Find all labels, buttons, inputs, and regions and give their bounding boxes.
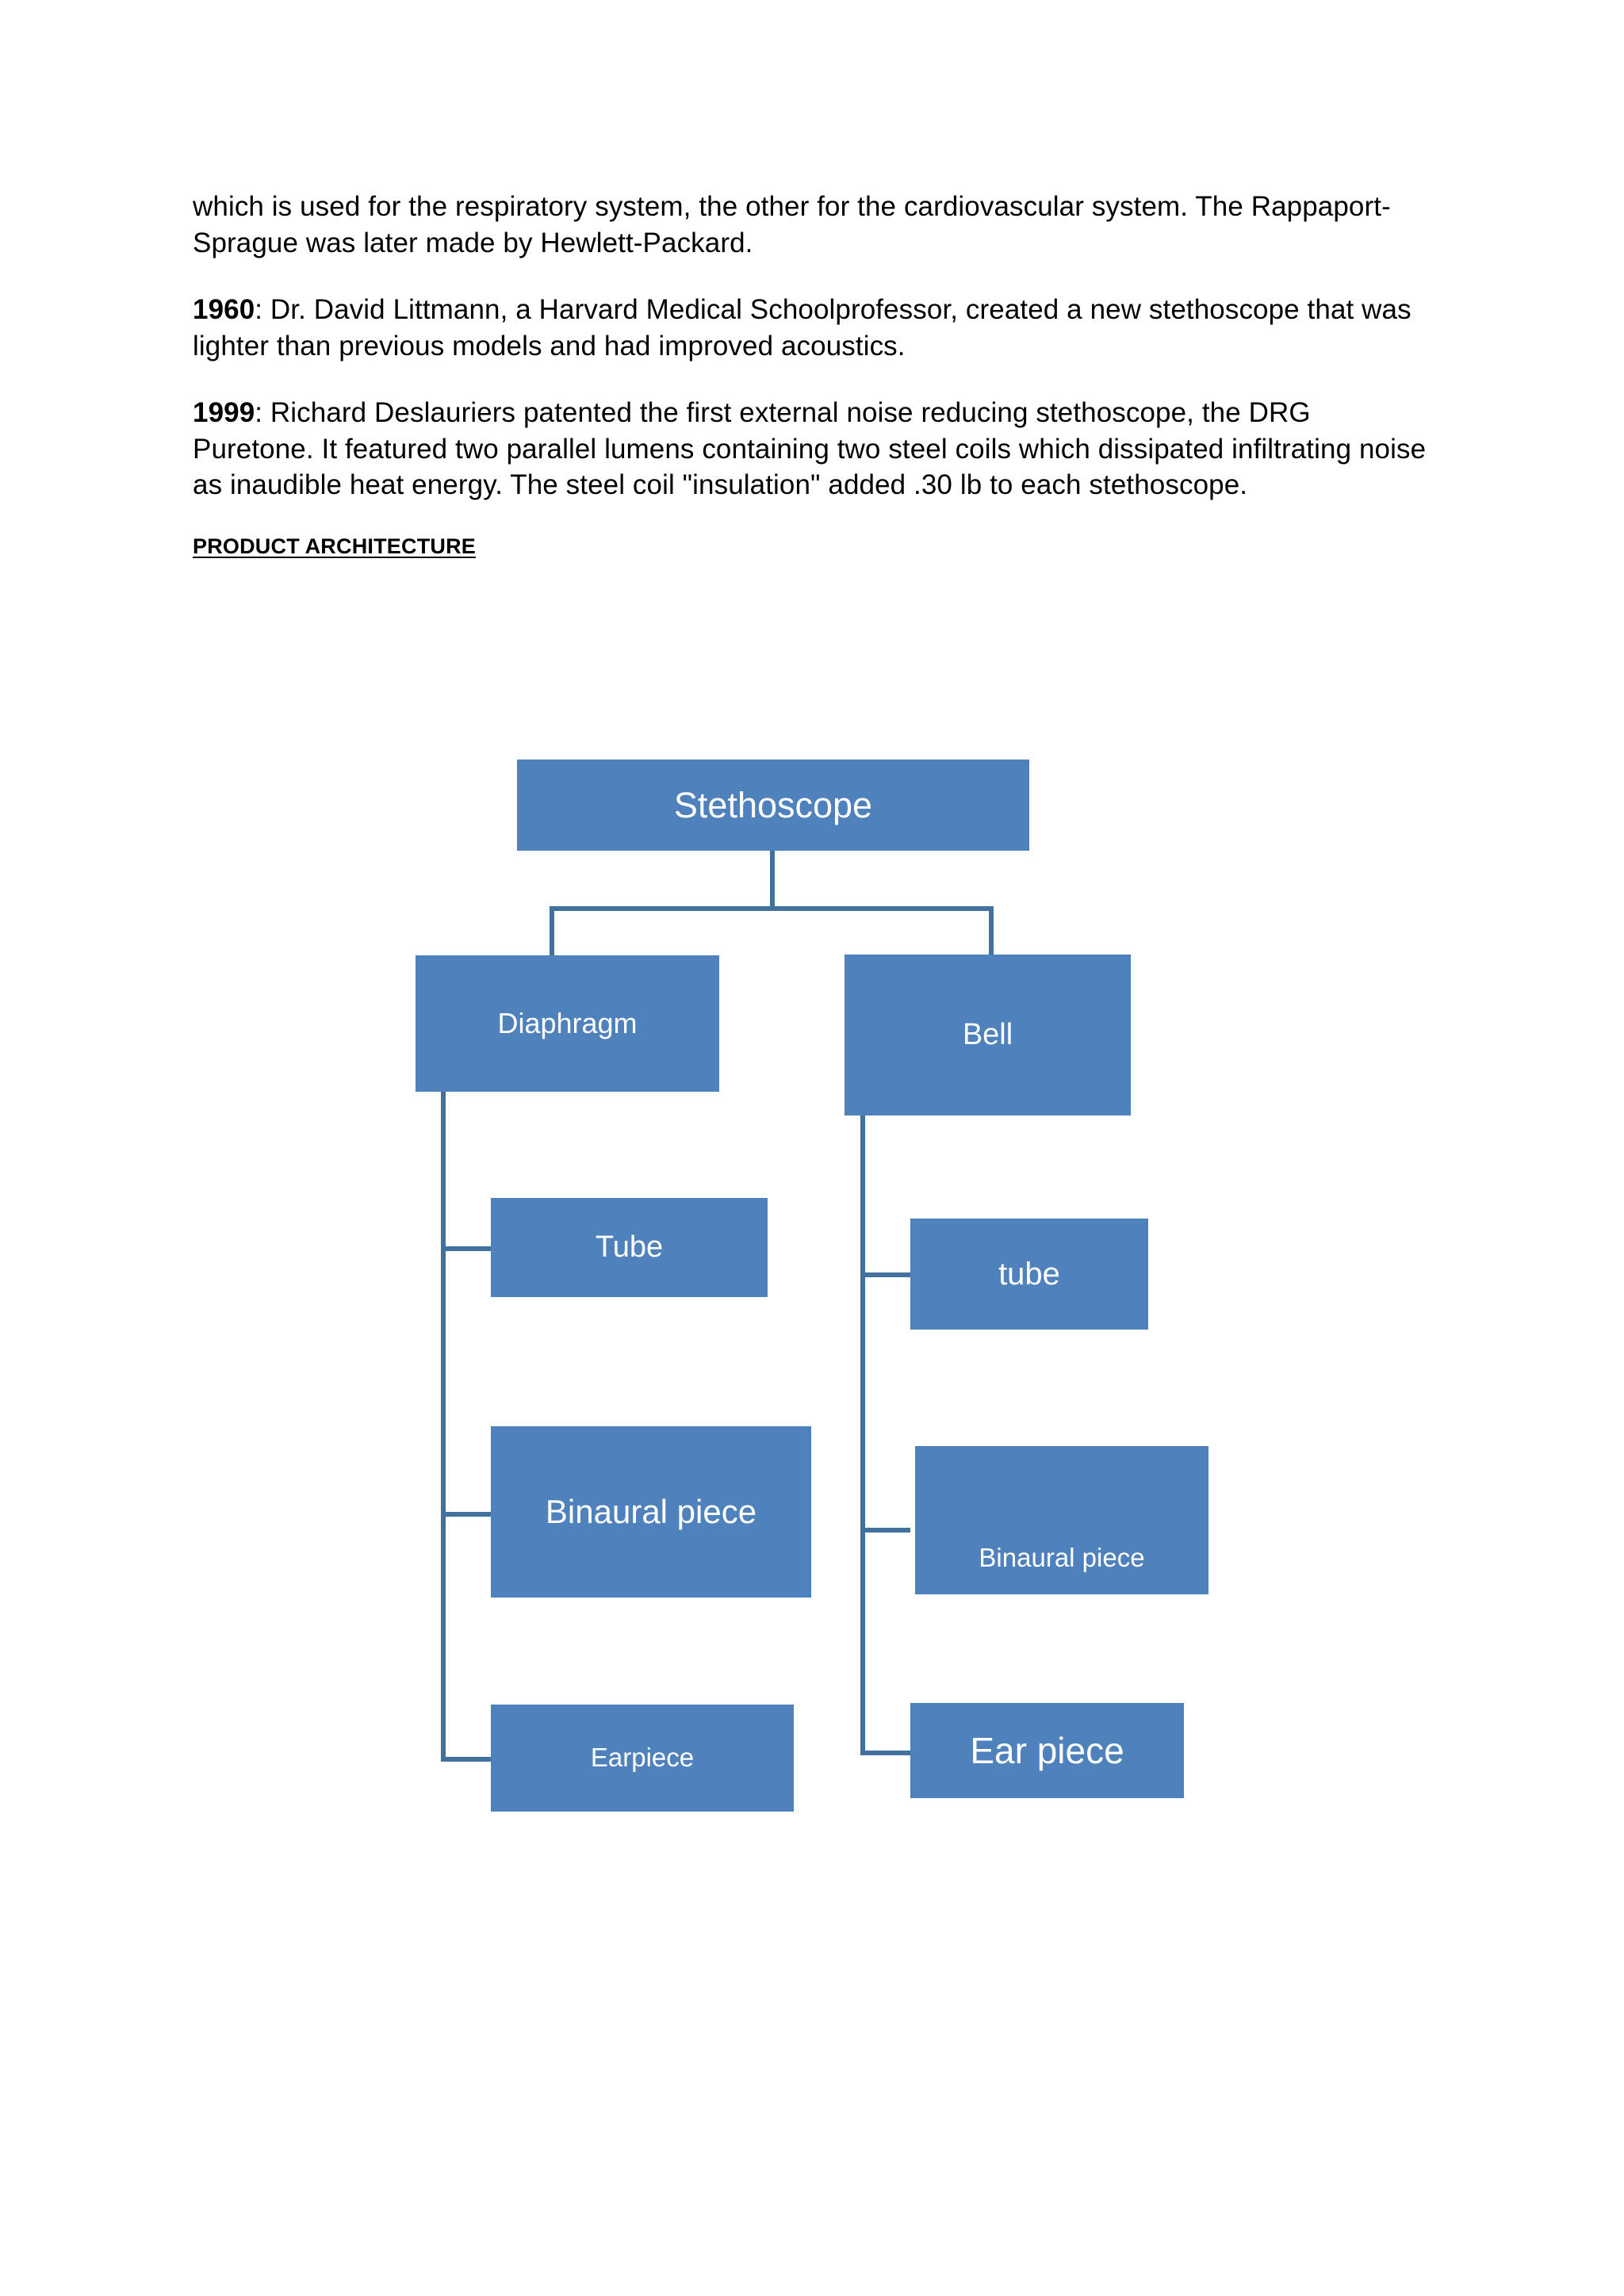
connector-root-split-bar xyxy=(550,906,994,911)
paragraph-1960-text: : Dr. David Littmann, a Harvard Medical … xyxy=(193,294,1411,362)
paragraph-continuation: which is used for the respiratory system… xyxy=(193,189,1430,261)
node-diaphragm[interactable]: Diaphragm xyxy=(416,955,719,1092)
connector-right-stub-earpiece xyxy=(860,1751,910,1755)
year-label-1960: 1960 xyxy=(193,294,255,325)
node-earpiece-left-label: Earpiece xyxy=(590,1743,695,1773)
connector-root-stem xyxy=(770,851,775,910)
connector-left-stub-earpiece xyxy=(441,1757,491,1762)
paragraph-1960: 1960: Dr. David Littmann, a Harvard Medi… xyxy=(193,292,1430,364)
paragraph-1999: 1999: Richard Deslauriers patented the f… xyxy=(193,395,1430,503)
body-text-column: which is used for the respiratory system… xyxy=(193,189,1430,559)
node-bell-label: Bell xyxy=(962,1017,1013,1051)
node-stethoscope[interactable]: Stethoscope xyxy=(517,760,1029,851)
node-binaural-piece-right-label: Binaural piece xyxy=(979,1542,1145,1572)
node-ear-piece-right[interactable]: Ear piece xyxy=(910,1703,1184,1798)
paragraph-continuation-text: which is used for the respiratory system… xyxy=(193,191,1391,258)
node-binaural-piece-right[interactable]: Binaural piece xyxy=(915,1446,1208,1594)
node-tube-left-label: Tube xyxy=(595,1230,664,1264)
connector-root-to-bell xyxy=(989,906,994,955)
node-ear-piece-right-label: Ear piece xyxy=(970,1729,1124,1771)
node-binaural-piece-left-label: Binaural piece xyxy=(545,1492,757,1530)
node-diaphragm-label: Diaphragm xyxy=(497,1007,638,1040)
connector-right-trunk xyxy=(860,1115,865,1755)
connector-right-stub-tube xyxy=(860,1272,910,1277)
connector-left-stub-tube xyxy=(441,1246,491,1251)
section-heading-product-architecture: PRODUCT ARCHITECTURE xyxy=(193,534,476,558)
node-binaural-piece-left[interactable]: Binaural piece xyxy=(491,1426,811,1598)
node-tube-right[interactable]: tube xyxy=(910,1219,1148,1330)
node-tube-left[interactable]: Tube xyxy=(491,1198,768,1297)
node-bell[interactable]: Bell xyxy=(845,955,1131,1115)
node-earpiece-left[interactable]: Earpiece xyxy=(491,1705,794,1812)
node-stethoscope-label: Stethoscope xyxy=(673,784,873,825)
node-tube-right-label: tube xyxy=(998,1257,1060,1292)
connector-root-to-diaphragm xyxy=(550,906,554,956)
connector-left-trunk xyxy=(441,1092,446,1762)
connector-left-stub-binaural xyxy=(441,1512,491,1517)
connector-right-stub-binaural xyxy=(860,1528,910,1533)
year-label-1999: 1999 xyxy=(193,397,255,428)
paragraph-1999-text: : Richard Deslauriers patented the first… xyxy=(193,397,1427,500)
